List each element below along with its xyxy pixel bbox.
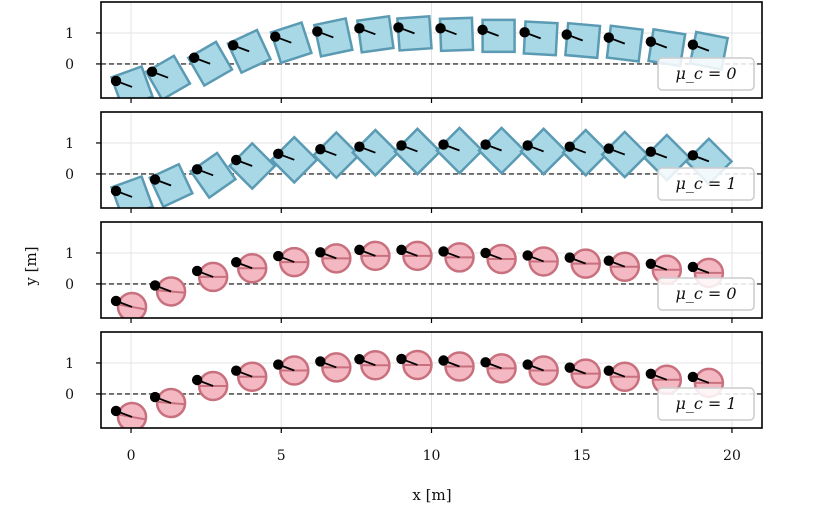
data-point — [188, 52, 200, 63]
data-point — [191, 164, 203, 175]
data-point — [149, 280, 161, 291]
data-point — [110, 295, 122, 307]
y-tick-label: 1 — [65, 26, 74, 42]
data-point — [645, 368, 657, 380]
data-point — [231, 365, 242, 376]
data-point — [354, 354, 365, 365]
square-body — [481, 18, 516, 54]
data-point — [480, 247, 491, 259]
circle-body — [402, 240, 433, 272]
data-point — [645, 36, 657, 47]
y-axis-label: y [m] — [22, 246, 40, 286]
y-tick-label: 0 — [65, 277, 74, 293]
data-point — [603, 32, 614, 43]
data-point — [645, 258, 657, 270]
panel-4: 0 1 μ_c = 1 — [65, 331, 763, 433]
legend: μ_c = 1 — [657, 167, 755, 201]
x-tick-label: 15 — [573, 448, 591, 464]
data-point — [228, 40, 239, 51]
data-point — [146, 66, 158, 77]
x-tick-label: 10 — [423, 448, 441, 464]
y-tick-label: 0 — [65, 167, 74, 183]
y-tick-label: 1 — [65, 356, 74, 372]
data-point — [149, 391, 161, 403]
data-point — [273, 148, 284, 160]
legend: μ_c = 1 — [657, 387, 755, 421]
data-point — [312, 26, 323, 37]
panel-1: 0 1 μ_c = 0 — [65, 1, 763, 103]
panel-3: 0 1 μ_c = 0 — [65, 221, 763, 323]
data-point — [438, 355, 449, 366]
data-point — [522, 140, 533, 151]
data-point — [110, 185, 122, 197]
y-tick-label: 1 — [65, 136, 74, 152]
data-point — [438, 139, 449, 150]
square-body — [355, 14, 395, 54]
data-point — [564, 362, 575, 373]
data-point — [315, 143, 326, 155]
legend: μ_c = 0 — [657, 277, 755, 311]
data-point — [480, 139, 491, 150]
data-point — [480, 357, 491, 368]
data-point — [435, 23, 446, 34]
data-point — [564, 252, 575, 263]
y-tick-label: 0 — [65, 387, 74, 403]
data-point — [354, 141, 365, 152]
x-tick-labels: 0 5 10 15 20 — [127, 448, 741, 464]
y-tick-label: 1 — [65, 246, 74, 262]
square-body — [227, 141, 277, 191]
x-axis-label: x [m] — [412, 486, 451, 504]
data-point — [315, 356, 326, 367]
data-point — [519, 27, 530, 38]
legend-label: μ_c = 0 — [675, 64, 736, 83]
data-point — [396, 353, 407, 365]
data-point — [354, 244, 365, 256]
data-point — [315, 247, 326, 258]
legend-label: μ_c = 1 — [675, 174, 736, 193]
data-point — [110, 405, 122, 417]
data-point — [603, 143, 614, 154]
data-point — [438, 246, 449, 257]
data-point — [191, 265, 203, 277]
data-point — [603, 365, 614, 376]
data-point — [273, 250, 284, 262]
data-point — [522, 250, 533, 261]
data-point — [603, 255, 614, 266]
data-point — [393, 22, 404, 33]
data-point — [687, 371, 699, 383]
data-point — [477, 24, 488, 36]
legend: μ_c = 0 — [657, 57, 755, 91]
legend-label: μ_c = 0 — [675, 284, 736, 303]
x-tick-label: 0 — [127, 448, 136, 464]
data-point — [645, 146, 657, 157]
data-point — [231, 257, 242, 268]
data-point — [522, 359, 533, 370]
data-point — [270, 31, 281, 42]
panels: 0 1 μ_c = 0 0 1 μ_c = 1 0 1 μ_c = 0 0 1 μ_c = 1 — [65, 1, 763, 433]
data-point — [231, 154, 242, 166]
y-tick-label: 0 — [65, 57, 74, 73]
data-point — [354, 23, 365, 34]
series-marks — [109, 14, 730, 98]
data-point — [564, 141, 575, 152]
series-marks — [109, 126, 734, 208]
circle-body — [360, 240, 391, 272]
x-tick-label: 20 — [723, 448, 741, 464]
data-point — [687, 39, 699, 50]
data-point — [191, 374, 203, 386]
data-point — [687, 261, 699, 273]
panel-2: 0 1 μ_c = 1 — [65, 111, 763, 213]
data-point — [396, 244, 407, 256]
data-point — [273, 359, 284, 370]
data-point — [561, 29, 572, 40]
legend-label: μ_c = 1 — [675, 394, 736, 413]
x-tick-label: 5 — [277, 448, 286, 464]
data-point — [396, 140, 407, 151]
series-marks — [110, 349, 725, 428]
series-marks — [110, 240, 725, 318]
data-point — [149, 174, 161, 185]
data-point — [687, 150, 699, 161]
data-point — [110, 75, 122, 87]
